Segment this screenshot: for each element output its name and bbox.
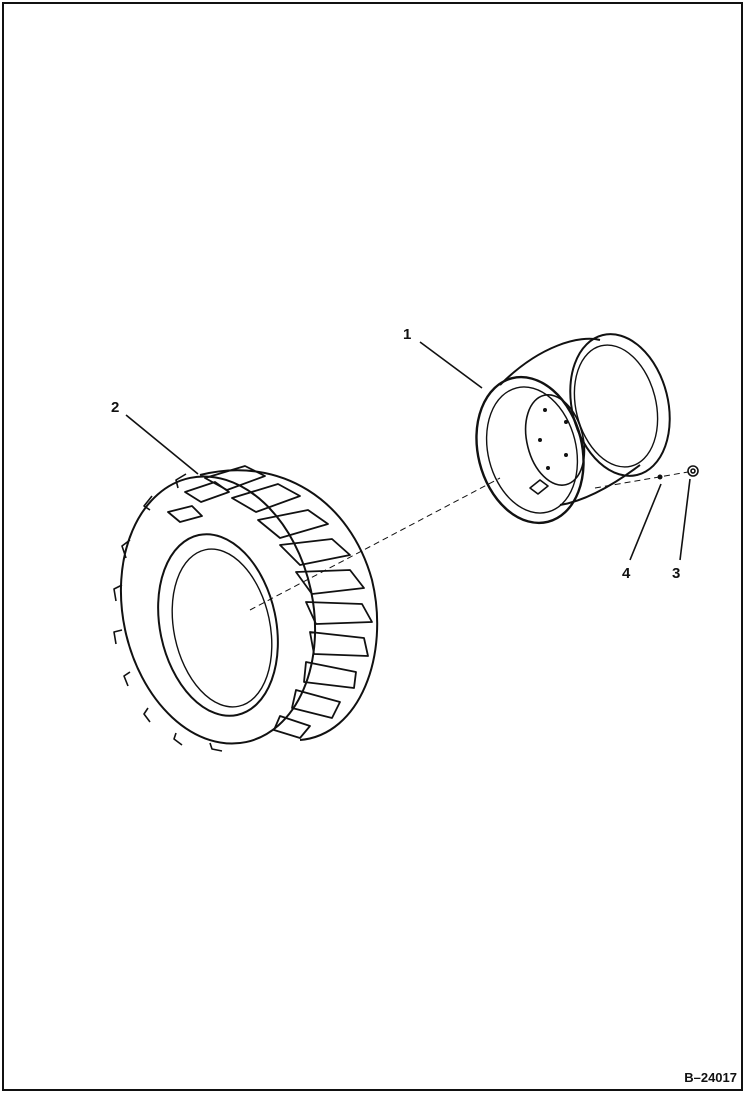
rim-barrel-bottom [559, 464, 641, 506]
valve-cap-part [687, 465, 699, 477]
figure-id-label: B–24017 [684, 1070, 737, 1085]
callout-number-rim: 1 [403, 326, 411, 343]
rim-barrel-top [499, 337, 601, 386]
rim-illustration [475, 333, 671, 525]
tire-tread-outer [199, 469, 379, 741]
tire-illustration [113, 465, 379, 752]
leader-valve-cap [679, 478, 691, 561]
leader-tire [125, 414, 199, 475]
rim-bolt-holes [538, 408, 568, 470]
tire-sidewall-outer [119, 475, 317, 745]
callout-number-valve-cap: 3 [672, 565, 680, 582]
callout-number-valve-stem: 4 [622, 565, 631, 582]
rim-front-flange-inner [485, 386, 579, 514]
callout-leaders [125, 341, 691, 561]
rim-center-disc [524, 394, 586, 486]
rim-front-flange [475, 375, 585, 525]
tire-tread-lugs [167, 465, 373, 739]
tire-bead-inner-lip [171, 548, 273, 708]
callout-number-tire: 2 [111, 399, 119, 416]
tire-bead-inner [157, 533, 279, 717]
leader-valve-stem [629, 483, 662, 561]
leader-rim [419, 341, 483, 389]
assembly-centerlines [249, 471, 689, 611]
tire-side-lugs [113, 473, 223, 752]
rim-rear-flange-inner [573, 344, 659, 468]
rim-valve-boss [529, 479, 549, 495]
